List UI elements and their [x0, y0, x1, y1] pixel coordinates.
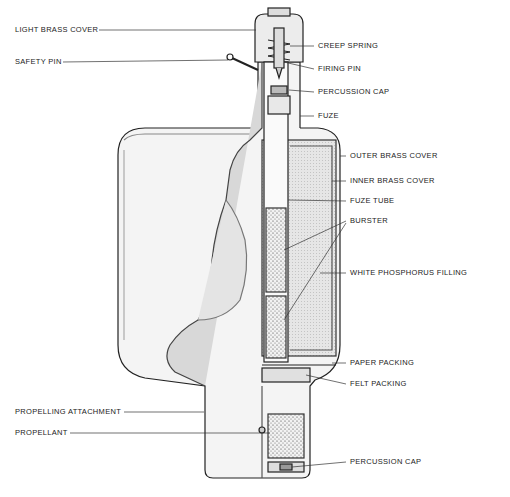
part-label: PAPER PACKING	[349, 359, 415, 367]
grenade-body	[118, 8, 340, 478]
part-label: BURSTER	[349, 217, 389, 225]
part-label: INNER BRASS COVER	[349, 177, 436, 185]
part-label: PERCUSSION CAP	[317, 88, 390, 96]
part-label: SAFETY PIN	[14, 58, 63, 66]
part-label: OUTER BRASS COVER	[349, 152, 439, 160]
part-label: FIRING PIN	[317, 65, 362, 73]
part-label: FUZE TUBE	[349, 197, 395, 205]
part-label: CREEP SPRING	[317, 42, 379, 50]
part-label: PERCUSSION CAP	[349, 458, 422, 466]
part-label: FELT PACKING	[349, 380, 408, 388]
part-label: FUZE	[317, 112, 340, 120]
leader-lines	[62, 30, 346, 467]
part-label: PROPELLANT	[14, 429, 69, 437]
part-label: PROPELLING ATTACHMENT	[14, 408, 122, 416]
part-label: WHITE PHOSPHORUS FILLING	[349, 269, 468, 277]
part-label: LIGHT BRASS COVER	[14, 26, 99, 34]
